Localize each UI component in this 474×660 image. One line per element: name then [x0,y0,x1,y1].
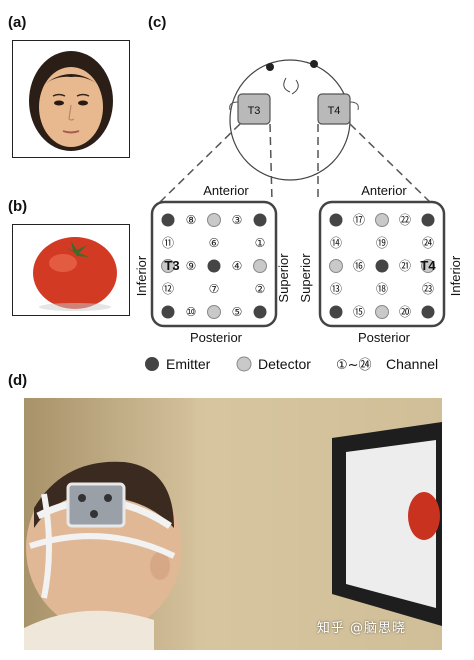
left-detector-7 [207,305,221,319]
right-channel-2: ㉒ [399,213,411,227]
right-emitter-0 [329,213,343,227]
right-detector-3 [329,259,343,273]
face-photo [12,40,130,158]
panel-label-d: (d) [8,372,28,389]
channel-legend-label: Channel [386,356,438,372]
right-emitter-8 [421,305,435,319]
detector-legend-label: Detector [258,356,311,372]
left-detector-1 [207,213,221,227]
right-channel-9: ⑱ [376,282,388,296]
label-superior-left: Superior [276,253,291,303]
panel-label-b: (b) [8,198,28,215]
head-fiducial-right [310,60,318,68]
label-superior-right: Superior [298,253,313,303]
head-fiducial-left [266,63,274,71]
grid-label-t3: T3 [164,258,179,273]
right-channel-5: ㉔ [422,236,434,250]
right-channel-12: ⑳ [399,305,411,319]
left-channel-11: ⑩ [186,305,197,319]
infant-photo: 知乎 @脑思晓 [24,398,442,650]
emitter-legend-label: Emitter [166,356,211,372]
emitter-legend-icon [145,357,159,371]
head-probe-left [237,93,271,125]
right-optodes [329,213,435,319]
right-detector-7 [375,305,389,319]
right-channels: ⑰ ㉒ ⑭ ⑲ ㉔ ⑯ ㉑ ⑬ ⑱ ㉓ ⑮ ⑳ [330,213,434,319]
right-channel-4: ⑲ [376,236,388,250]
right-channel-10: ㉓ [422,282,434,296]
right-channel-11: ⑮ [353,305,365,319]
tomato-photo [12,224,130,316]
panel-label-a: (a) [8,14,27,31]
label-posterior-right: Posterior [358,330,411,345]
right-emitter-4 [375,259,389,273]
left-emitter-6 [161,305,175,319]
head-probe-right [317,93,351,125]
left-channel-5: ① [255,236,266,250]
left-detector-5 [253,259,267,273]
right-channel-8: ⑬ [330,282,342,296]
right-emitter-2 [421,213,435,227]
left-channel-8: ⑫ [162,282,174,296]
left-channel-6: ⑨ [186,259,197,273]
probe-diagram: T3 T4 Anterior Anterior Posterior Poster… [134,59,463,373]
left-detector-3 [161,259,175,273]
label-inferior-right: Inferior [448,255,463,296]
panel-label-c: (c) [148,14,167,31]
right-detector-5 [421,259,435,273]
right-emitter-6 [329,305,343,319]
left-channel-10: ② [255,282,266,296]
right-detector-1 [375,213,389,227]
left-channel-3: ⑪ [162,236,174,250]
left-emitter-8 [253,305,267,319]
label-anterior-right: Anterior [361,183,407,198]
right-channel-1: ⑰ [353,213,365,227]
left-emitter-4 [207,259,221,273]
left-channel-1: ⑧ [186,213,197,227]
detector-legend-icon [236,356,252,372]
left-channel-4: ⑥ [209,236,220,250]
left-emitter-2 [253,213,267,227]
left-channel-9: ⑦ [209,282,220,296]
right-channel-6: ⑯ [353,259,365,273]
head-probe-left-label: T3 [248,105,261,117]
left-channel-7: ④ [232,259,243,273]
watermark-text: 知乎 @脑思晓 [316,621,406,636]
label-anterior-left: Anterior [203,183,249,198]
label-inferior-left: Inferior [134,255,149,296]
left-channels: ⑧ ③ ⑪ ⑥ ① ⑨ ④ ⑫ ⑦ ② ⑩ ⑤ [162,213,265,319]
left-channel-12: ⑤ [232,305,243,319]
right-channel-7: ㉑ [399,259,411,273]
grid-label-t4: T4 [420,258,436,273]
left-optodes [161,213,267,319]
channel-range-label: ①~㉔ [336,358,372,373]
left-channel-2: ③ [232,213,243,227]
label-posterior-left: Posterior [190,330,243,345]
right-channel-3: ⑭ [330,236,342,250]
left-emitter-0 [161,213,175,227]
head-probe-right-label: T4 [328,105,341,117]
